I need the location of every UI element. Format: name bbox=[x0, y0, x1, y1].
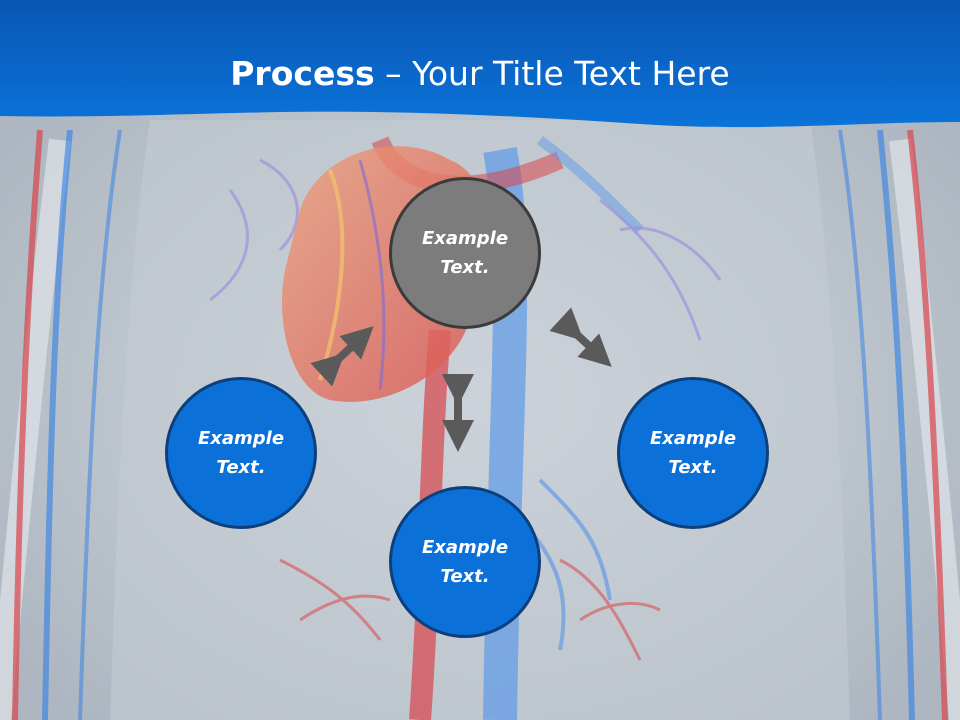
node-bottom-line1: Example bbox=[421, 537, 509, 558]
node-bottom-line2: Text. bbox=[440, 566, 490, 587]
process-node-top: Example Text. bbox=[389, 177, 541, 329]
process-node-right: Example Text. bbox=[617, 377, 769, 529]
arrow-top-left bbox=[310, 326, 374, 387]
node-top-line2: Text. bbox=[440, 257, 490, 278]
title-bold: Process bbox=[230, 54, 375, 93]
process-node-bottom: Example Text. bbox=[389, 486, 541, 638]
title-rest: – Your Title Text Here bbox=[374, 54, 730, 93]
node-top-line1: Example bbox=[421, 228, 509, 249]
node-left-line1: Example bbox=[197, 428, 285, 449]
node-right-line1: Example bbox=[649, 428, 737, 449]
slide-title: Process – Your Title Text Here bbox=[0, 52, 960, 96]
node-right-line2: Text. bbox=[668, 457, 718, 478]
header-band bbox=[0, 0, 960, 128]
process-node-left: Example Text. bbox=[165, 377, 317, 529]
node-left-line2: Text. bbox=[216, 457, 266, 478]
arrow-top-right bbox=[549, 307, 612, 367]
